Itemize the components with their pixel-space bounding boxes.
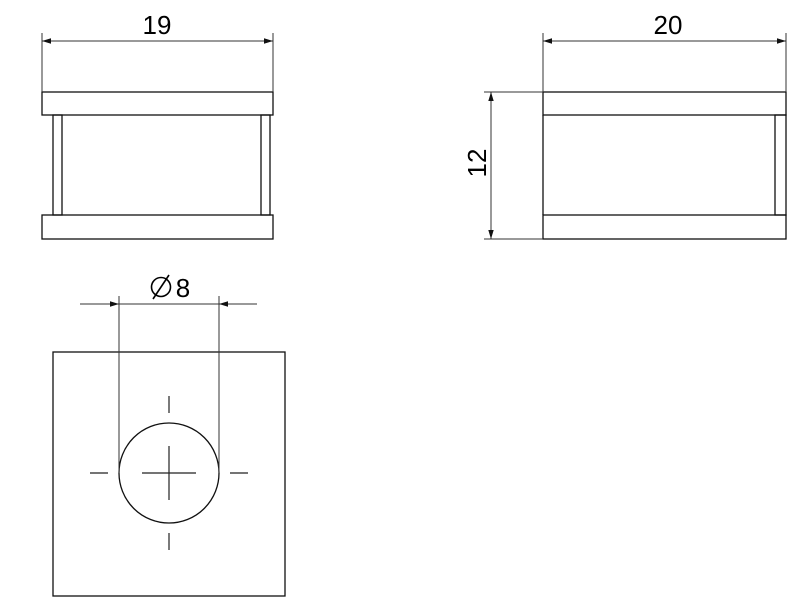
side-width-label: 20: [654, 10, 683, 40]
side-view-top-plate: [542, 91, 787, 116]
side-width-dimension: 20: [542, 10, 787, 92]
side-view-bottom-plate: [542, 214, 787, 240]
hole-diameter-label: 8: [176, 273, 190, 303]
top-view: [52, 351, 286, 597]
front-view-left-wall: [52, 114, 63, 216]
hole-diameter-dimension: 8: [80, 273, 257, 473]
front-view-top-plate: [41, 91, 274, 116]
side-height-dimension: 12: [462, 91, 543, 240]
diameter-icon: [150, 274, 172, 300]
front-view: [41, 91, 274, 240]
side-height-label: 12: [462, 149, 492, 178]
front-width-label: 19: [143, 10, 172, 40]
front-width-dimension: 19: [41, 10, 274, 92]
side-view-right-wall: [774, 114, 787, 216]
side-view: [542, 91, 787, 240]
front-view-right-wall: [260, 114, 271, 216]
top-view-outline: [52, 351, 286, 597]
front-view-bottom-plate: [41, 214, 274, 240]
